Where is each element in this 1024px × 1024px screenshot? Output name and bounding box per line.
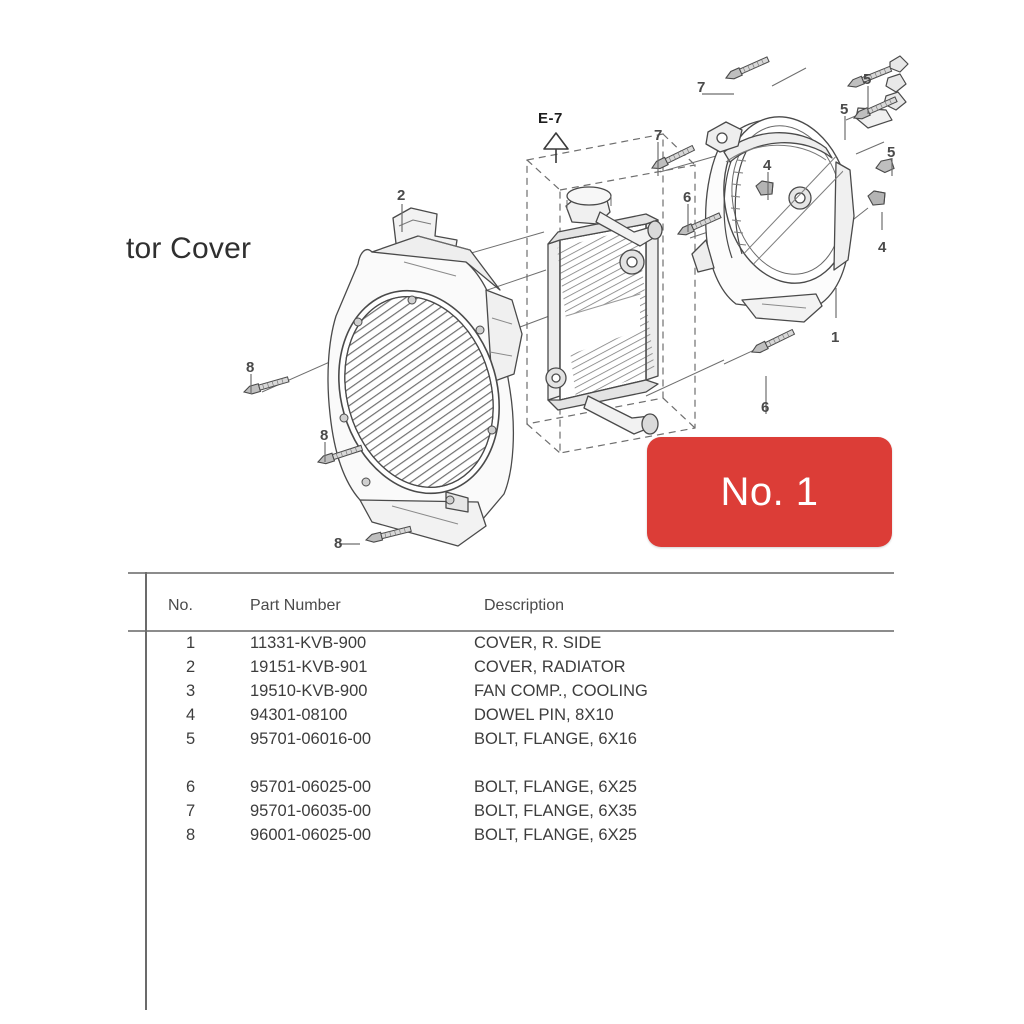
cell-description: BOLT, FLANGE, 6X35 bbox=[474, 802, 637, 820]
table-row: 2 19151-KVB-901 COVER, RADIATOR bbox=[0, 656, 1024, 680]
callout-1: 1 bbox=[831, 329, 840, 346]
cell-part-number: 95701-06035-00 bbox=[250, 802, 372, 820]
cell-description: BOLT, FLANGE, 6X25 bbox=[474, 826, 637, 844]
callout-5c: 5 bbox=[887, 144, 896, 161]
table-row: 6 95701-06025-00 BOLT, FLANGE, 6X25 bbox=[0, 776, 1024, 800]
table-body: 1 11331-KVB-900 COVER, R. SIDE 2 19151-KVB-9… bbox=[0, 632, 1024, 848]
cell-no: 6 bbox=[186, 778, 196, 796]
callout-2: 2 bbox=[397, 187, 406, 204]
parts-table: No. Part Number Description 1 11331-KVB-9… bbox=[0, 570, 1024, 1024]
exploded-parts-diagram: tor Cover E-7 2 7 7 6 6 5 5 5 4 4 1 8 8 … bbox=[126, 55, 909, 552]
cell-part-number: 94301-08100 bbox=[250, 706, 348, 724]
callout-6a: 6 bbox=[683, 189, 692, 206]
part-r-side-cover bbox=[691, 116, 855, 323]
cell-no: 2 bbox=[186, 658, 196, 676]
cell-part-number: 95701-06025-00 bbox=[250, 778, 372, 796]
part-radiator-core bbox=[545, 186, 663, 435]
callout-8a: 8 bbox=[246, 359, 255, 376]
table-row: 8 96001-06025-00 BOLT, FLANGE, 6X25 bbox=[0, 824, 1024, 848]
bolt-8a bbox=[242, 374, 290, 397]
cell-part-number: 19510-KVB-900 bbox=[250, 682, 368, 700]
callout-6b: 6 bbox=[761, 399, 770, 416]
callout-leaders bbox=[250, 86, 893, 545]
cell-description: FAN COMP., COOLING bbox=[474, 682, 648, 700]
cell-no: 5 bbox=[186, 730, 196, 748]
column-header-description: Description bbox=[484, 597, 565, 614]
bolt-8c bbox=[364, 524, 413, 545]
table-top-rule bbox=[128, 572, 894, 574]
section-label-e7: E-7 bbox=[538, 110, 563, 127]
cell-description: COVER, R. SIDE bbox=[474, 634, 602, 652]
bolt-6b bbox=[749, 327, 796, 357]
dowel-4b bbox=[867, 190, 886, 206]
table-header-rule bbox=[128, 630, 894, 632]
column-header-part-number: Part Number bbox=[250, 597, 341, 614]
page-title: tor Cover bbox=[126, 232, 252, 265]
callout-8b: 8 bbox=[320, 427, 329, 444]
callout-4a: 4 bbox=[763, 157, 772, 174]
column-header-no: No. bbox=[168, 597, 193, 614]
cell-description: COVER, RADIATOR bbox=[474, 658, 626, 676]
callout-8c: 8 bbox=[334, 535, 343, 552]
callout-5b: 5 bbox=[840, 101, 849, 118]
no-1-badge-label: No. 1 bbox=[720, 469, 819, 514]
cell-no: 8 bbox=[186, 826, 196, 844]
cell-no: 7 bbox=[186, 802, 196, 820]
bolt-7b bbox=[649, 143, 696, 173]
table-header-row: No. Part Number Description bbox=[0, 570, 1024, 628]
table-row: 7 95701-06035-00 BOLT, FLANGE, 6X35 bbox=[0, 800, 1024, 824]
e7-arrow bbox=[543, 132, 569, 163]
cell-part-number: 11331-KVB-900 bbox=[250, 634, 367, 652]
cell-description: BOLT, FLANGE, 6X16 bbox=[474, 730, 637, 748]
cell-no: 3 bbox=[186, 682, 196, 700]
cell-part-number: 96001-06025-00 bbox=[250, 826, 372, 844]
callout-5a: 5 bbox=[863, 71, 872, 88]
callout-7a: 7 bbox=[697, 79, 706, 96]
table-spacer-row bbox=[0, 752, 1024, 776]
cell-description: DOWEL PIN, 8X10 bbox=[474, 706, 614, 724]
bolt-7a bbox=[723, 55, 771, 83]
table-row: 5 95701-06016-00 BOLT, FLANGE, 6X16 bbox=[0, 728, 1024, 752]
cell-part-number: 19151-KVB-901 bbox=[250, 658, 368, 676]
table-left-border bbox=[145, 572, 147, 1010]
cell-description: BOLT, FLANGE, 6X25 bbox=[474, 778, 637, 796]
cell-no: 1 bbox=[186, 634, 196, 652]
diagram-linework bbox=[242, 55, 909, 547]
callout-7b: 7 bbox=[654, 127, 663, 144]
cell-no: 4 bbox=[186, 706, 196, 724]
table-row: 4 94301-08100 DOWEL PIN, 8X10 bbox=[0, 704, 1024, 728]
callout-4b: 4 bbox=[878, 239, 887, 256]
cell-part-number: 95701-06016-00 bbox=[250, 730, 372, 748]
table-row: 1 11331-KVB-900 COVER, R. SIDE bbox=[0, 632, 1024, 656]
table-row: 3 19510-KVB-900 FAN COMP., COOLING bbox=[0, 680, 1024, 704]
no-1-badge[interactable]: No. 1 bbox=[647, 437, 892, 547]
